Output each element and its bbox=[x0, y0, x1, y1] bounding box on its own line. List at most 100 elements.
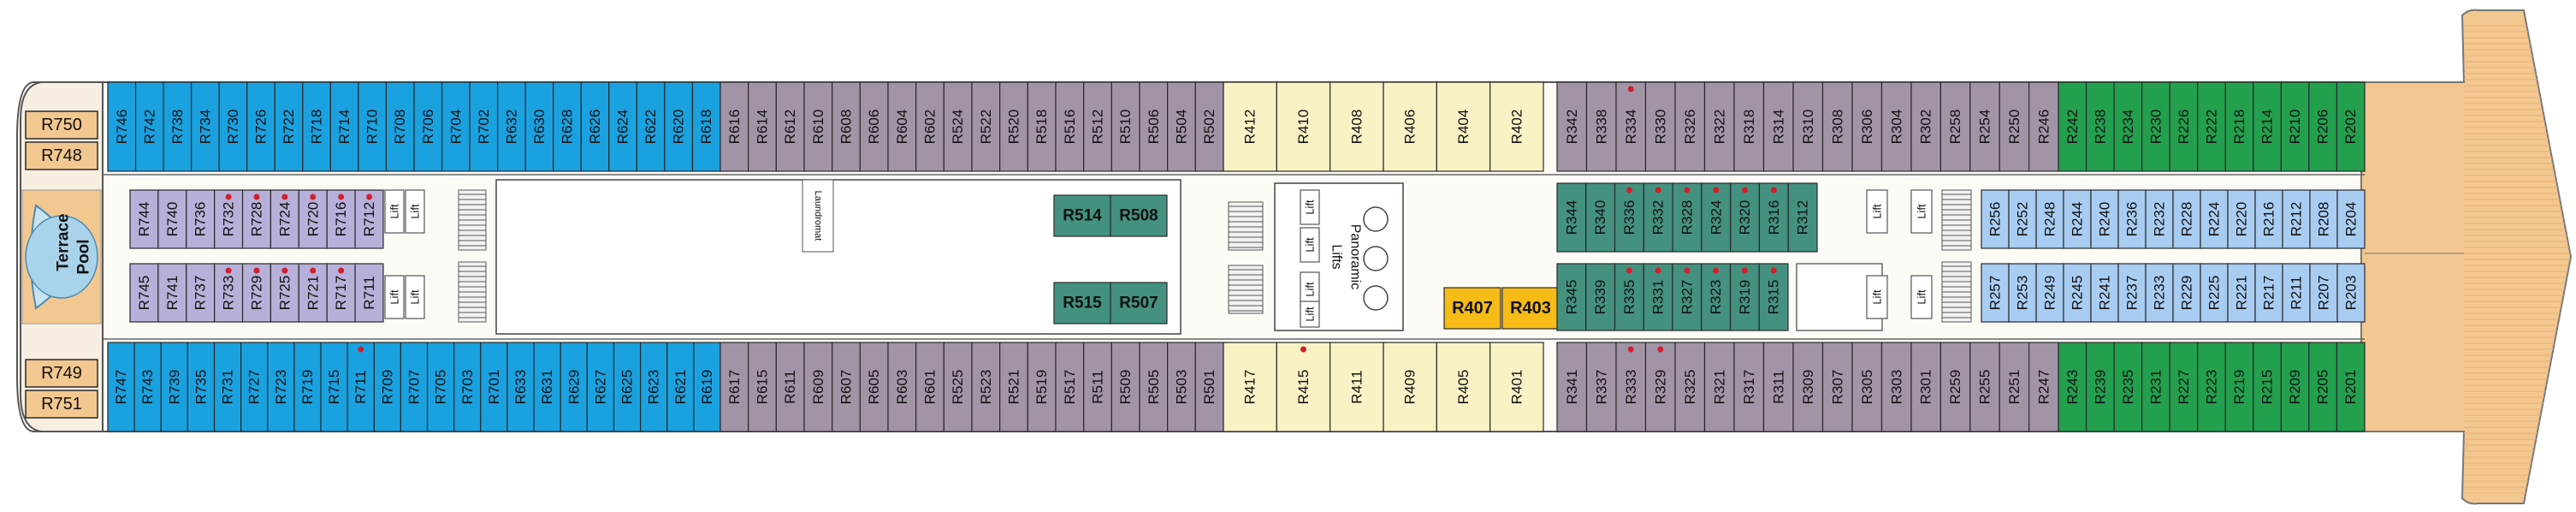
cabin-R312[interactable] bbox=[1787, 182, 1818, 253]
cabin-R625[interactable] bbox=[613, 342, 642, 432]
cabin-R214[interactable] bbox=[2253, 81, 2282, 172]
cabin-R616[interactable] bbox=[720, 81, 749, 172]
cabin-R508[interactable] bbox=[1110, 194, 1168, 237]
cabin-R705[interactable] bbox=[426, 342, 455, 432]
cabin-R337[interactable] bbox=[1585, 342, 1617, 432]
cabin-R323[interactable] bbox=[1701, 263, 1732, 331]
cabin-R330[interactable] bbox=[1644, 81, 1676, 172]
cabin-R202[interactable] bbox=[2336, 81, 2366, 172]
cabin-R511[interactable] bbox=[1083, 342, 1112, 432]
lift-aft-4[interactable] bbox=[405, 275, 425, 319]
cabin-R301[interactable] bbox=[1910, 342, 1942, 432]
cabin-R603[interactable] bbox=[887, 342, 917, 432]
cabin-R228[interactable] bbox=[2172, 189, 2201, 249]
cabin-R411[interactable] bbox=[1329, 342, 1384, 432]
cabin-R749[interactable] bbox=[25, 359, 98, 388]
cabin-R745[interactable] bbox=[129, 263, 159, 323]
cabin-R316[interactable] bbox=[1758, 182, 1789, 253]
cabin-R210[interactable] bbox=[2280, 81, 2310, 172]
cabin-R201[interactable] bbox=[2336, 342, 2366, 432]
cabin-R248[interactable] bbox=[2035, 189, 2064, 249]
cabin-R335[interactable] bbox=[1614, 263, 1644, 331]
cabin-R723[interactable] bbox=[267, 342, 295, 432]
cabin-R303[interactable] bbox=[1880, 342, 1912, 432]
cabin-R220[interactable] bbox=[2227, 189, 2256, 249]
cabin-R405[interactable] bbox=[1436, 342, 1491, 432]
cabin-R230[interactable] bbox=[2141, 81, 2170, 172]
lift-aft-3[interactable] bbox=[384, 275, 405, 319]
cabin-R315[interactable] bbox=[1758, 263, 1789, 331]
cabin-R338[interactable] bbox=[1585, 81, 1617, 172]
cabin-R623[interactable] bbox=[640, 342, 668, 432]
cabin-R522[interactable] bbox=[971, 81, 1001, 172]
cabin-R252[interactable] bbox=[2008, 189, 2037, 249]
cabin-R221[interactable] bbox=[2227, 263, 2256, 323]
cabin-R501[interactable] bbox=[1194, 342, 1224, 432]
panoramic-lift-car-2[interactable] bbox=[1363, 246, 1389, 271]
cabin-R606[interactable] bbox=[859, 81, 889, 172]
cabin-R710[interactable] bbox=[358, 81, 388, 172]
cabin-R520[interactable] bbox=[999, 81, 1028, 172]
lift-fwd-4[interactable] bbox=[1910, 275, 1933, 319]
cabin-R340[interactable] bbox=[1585, 182, 1616, 253]
cabin-R325[interactable] bbox=[1674, 342, 1706, 432]
cabin-R310[interactable] bbox=[1792, 81, 1824, 172]
cabin-R627[interactable] bbox=[586, 342, 615, 432]
cabin-R736[interactable] bbox=[186, 189, 216, 249]
cabin-R209[interactable] bbox=[2280, 342, 2310, 432]
cabin-R731[interactable] bbox=[213, 342, 242, 432]
cabin-R311[interactable] bbox=[1762, 342, 1794, 432]
cabin-R735[interactable] bbox=[187, 342, 216, 432]
cabin-R206[interactable] bbox=[2308, 81, 2338, 172]
cabin-R631[interactable] bbox=[533, 342, 561, 432]
cabin-R329[interactable] bbox=[1644, 342, 1676, 432]
cabin-R253[interactable] bbox=[2008, 263, 2037, 323]
cabin-R706[interactable] bbox=[413, 81, 443, 172]
cabin-R244[interactable] bbox=[2063, 189, 2092, 249]
cabin-R208[interactable] bbox=[2309, 189, 2338, 249]
cabin-R504[interactable] bbox=[1167, 81, 1196, 172]
cabin-R417[interactable] bbox=[1223, 342, 1277, 432]
cabin-R718[interactable] bbox=[302, 81, 331, 172]
cabin-R249[interactable] bbox=[2035, 263, 2064, 323]
cabin-R727[interactable] bbox=[240, 342, 269, 432]
cabin-R607[interactable] bbox=[832, 342, 861, 432]
cabin-R744[interactable] bbox=[129, 189, 159, 249]
cabin-R711[interactable] bbox=[354, 263, 384, 323]
cabin-R740[interactable] bbox=[157, 189, 187, 249]
cabin-R618[interactable] bbox=[691, 81, 721, 172]
cabin-R505[interactable] bbox=[1139, 342, 1169, 432]
cabin-R236[interactable] bbox=[2117, 189, 2147, 249]
panoramic-lift-car-1[interactable] bbox=[1363, 206, 1389, 232]
cabin-R238[interactable] bbox=[2085, 81, 2115, 172]
cabin-R633[interactable] bbox=[506, 342, 535, 432]
cabin-R737[interactable] bbox=[186, 263, 216, 323]
cabin-R610[interactable] bbox=[803, 81, 833, 172]
cabin-R326[interactable] bbox=[1674, 81, 1706, 172]
cabin-R507[interactable] bbox=[1110, 282, 1168, 324]
cabin-R402[interactable] bbox=[1489, 81, 1544, 172]
cabin-R602[interactable] bbox=[915, 81, 945, 172]
cabin-R324[interactable] bbox=[1701, 182, 1732, 253]
lift-fwd-2[interactable] bbox=[1866, 275, 1888, 319]
cabin-R514[interactable] bbox=[1053, 194, 1111, 237]
cabin-R518[interactable] bbox=[1027, 81, 1057, 172]
cabin-R750[interactable] bbox=[25, 110, 98, 140]
cabin-R224[interactable] bbox=[2200, 189, 2229, 249]
cabin-R231[interactable] bbox=[2141, 342, 2170, 432]
cabin-R219[interactable] bbox=[2224, 342, 2254, 432]
cabin-R510[interactable] bbox=[1110, 81, 1140, 172]
cabin-R333[interactable] bbox=[1615, 342, 1647, 432]
cabin-R342[interactable] bbox=[1556, 81, 1588, 172]
lift-fwd-3[interactable] bbox=[1910, 189, 1933, 234]
cabin-R524[interactable] bbox=[943, 81, 973, 172]
cabin-R259[interactable] bbox=[1939, 342, 1971, 432]
cabin-R739[interactable] bbox=[160, 342, 188, 432]
cabin-R401[interactable] bbox=[1489, 342, 1544, 432]
cabin-R327[interactable] bbox=[1672, 263, 1703, 331]
cabin-R615[interactable] bbox=[748, 342, 777, 432]
cabin-R722[interactable] bbox=[274, 81, 304, 172]
cabin-R726[interactable] bbox=[246, 81, 275, 172]
cabin-R619[interactable] bbox=[693, 342, 721, 432]
cabin-R415[interactable] bbox=[1276, 342, 1331, 432]
